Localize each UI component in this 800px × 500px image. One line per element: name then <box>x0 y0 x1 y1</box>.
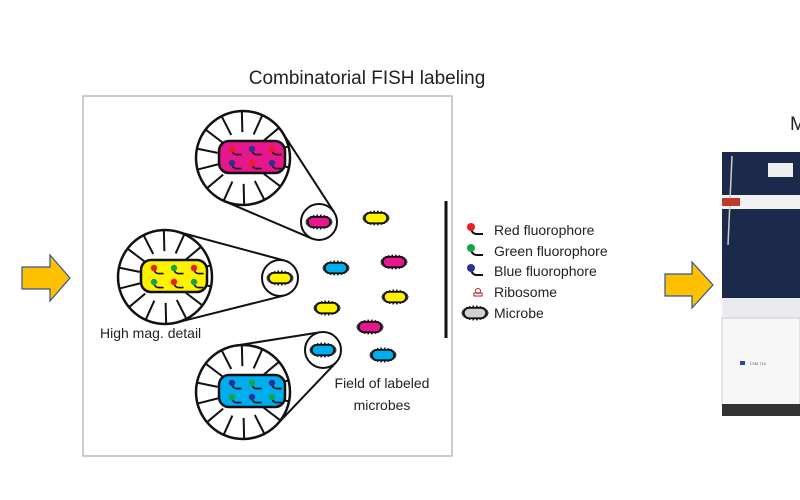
legend-label: Microbe <box>494 305 544 321</box>
microbe <box>380 254 408 270</box>
microbe <box>362 210 390 226</box>
fluorophore-probe <box>228 145 242 156</box>
microbe <box>381 289 409 305</box>
legend-item-microbe: Microbe <box>461 305 544 321</box>
ribosome-icon <box>473 288 483 297</box>
magnified-view <box>116 228 299 326</box>
microbe <box>313 300 341 316</box>
red-fluorophore-icon <box>467 223 483 235</box>
legend: Red fluorophore Green fluorophore Blue f… <box>461 222 608 321</box>
fluorophore-probe <box>268 145 282 156</box>
fluorophore-probe <box>170 264 184 275</box>
microbe <box>369 347 397 363</box>
microbe <box>356 319 384 335</box>
right-arrow-icon <box>664 260 714 310</box>
panel-title: Combinatorial FISH labeling <box>249 68 486 89</box>
microbe <box>305 214 333 230</box>
fluorophore-probe <box>150 264 164 275</box>
fluorophore-probe <box>228 159 242 170</box>
legend-item-ribosome: Ribosome <box>473 284 557 300</box>
fluorophore-probe <box>248 393 262 404</box>
magnified-view <box>194 331 342 441</box>
fluorophore-probe <box>190 264 204 275</box>
fluorophore-probe <box>190 278 204 289</box>
fluorophore-probe <box>170 278 184 289</box>
next-panel-title: M <box>790 114 800 135</box>
magnified-view <box>194 109 338 241</box>
legend-item-green: Green fluorophore <box>467 243 608 259</box>
field-label-line1: Field of labeled <box>335 375 430 391</box>
fluorophore-probe <box>268 159 282 170</box>
fluorophore-probe <box>248 159 262 170</box>
microbe <box>266 270 294 286</box>
green-fluorophore-icon <box>467 244 483 256</box>
fluorophore-probe <box>228 393 242 404</box>
left-arrow-icon <box>21 253 71 303</box>
legend-item-blue: Blue fluorophore <box>467 263 597 279</box>
microbe <box>322 260 350 276</box>
field-label-line2: microbes <box>354 397 411 413</box>
microbe <box>461 305 489 321</box>
fluorophore-probe <box>467 264 483 276</box>
microbe <box>309 342 337 358</box>
fluorophore-probe <box>248 145 262 156</box>
fluorophore-probe <box>268 393 282 404</box>
microbe-icon <box>461 305 489 321</box>
blue-fluorophore-icon <box>467 264 483 276</box>
legend-item-red: Red fluorophore <box>467 222 595 238</box>
fluorophore-probe <box>467 244 483 256</box>
microscope-photo: LSM 710 <box>721 152 800 416</box>
high-mag-label: High mag. detail <box>100 325 201 341</box>
fluorophore-probe <box>268 379 282 390</box>
legend-label: Ribosome <box>494 284 557 300</box>
legend-label: Red fluorophore <box>494 222 595 238</box>
legend-label: Blue fluorophore <box>494 263 597 279</box>
fluorophore-probe <box>150 278 164 289</box>
fluorophore-probe <box>228 379 242 390</box>
legend-label: Green fluorophore <box>494 243 608 259</box>
fluorophore-probe <box>467 223 483 235</box>
fluorophore-probe <box>248 379 262 390</box>
instrument-label: LSM 710 <box>750 361 767 366</box>
